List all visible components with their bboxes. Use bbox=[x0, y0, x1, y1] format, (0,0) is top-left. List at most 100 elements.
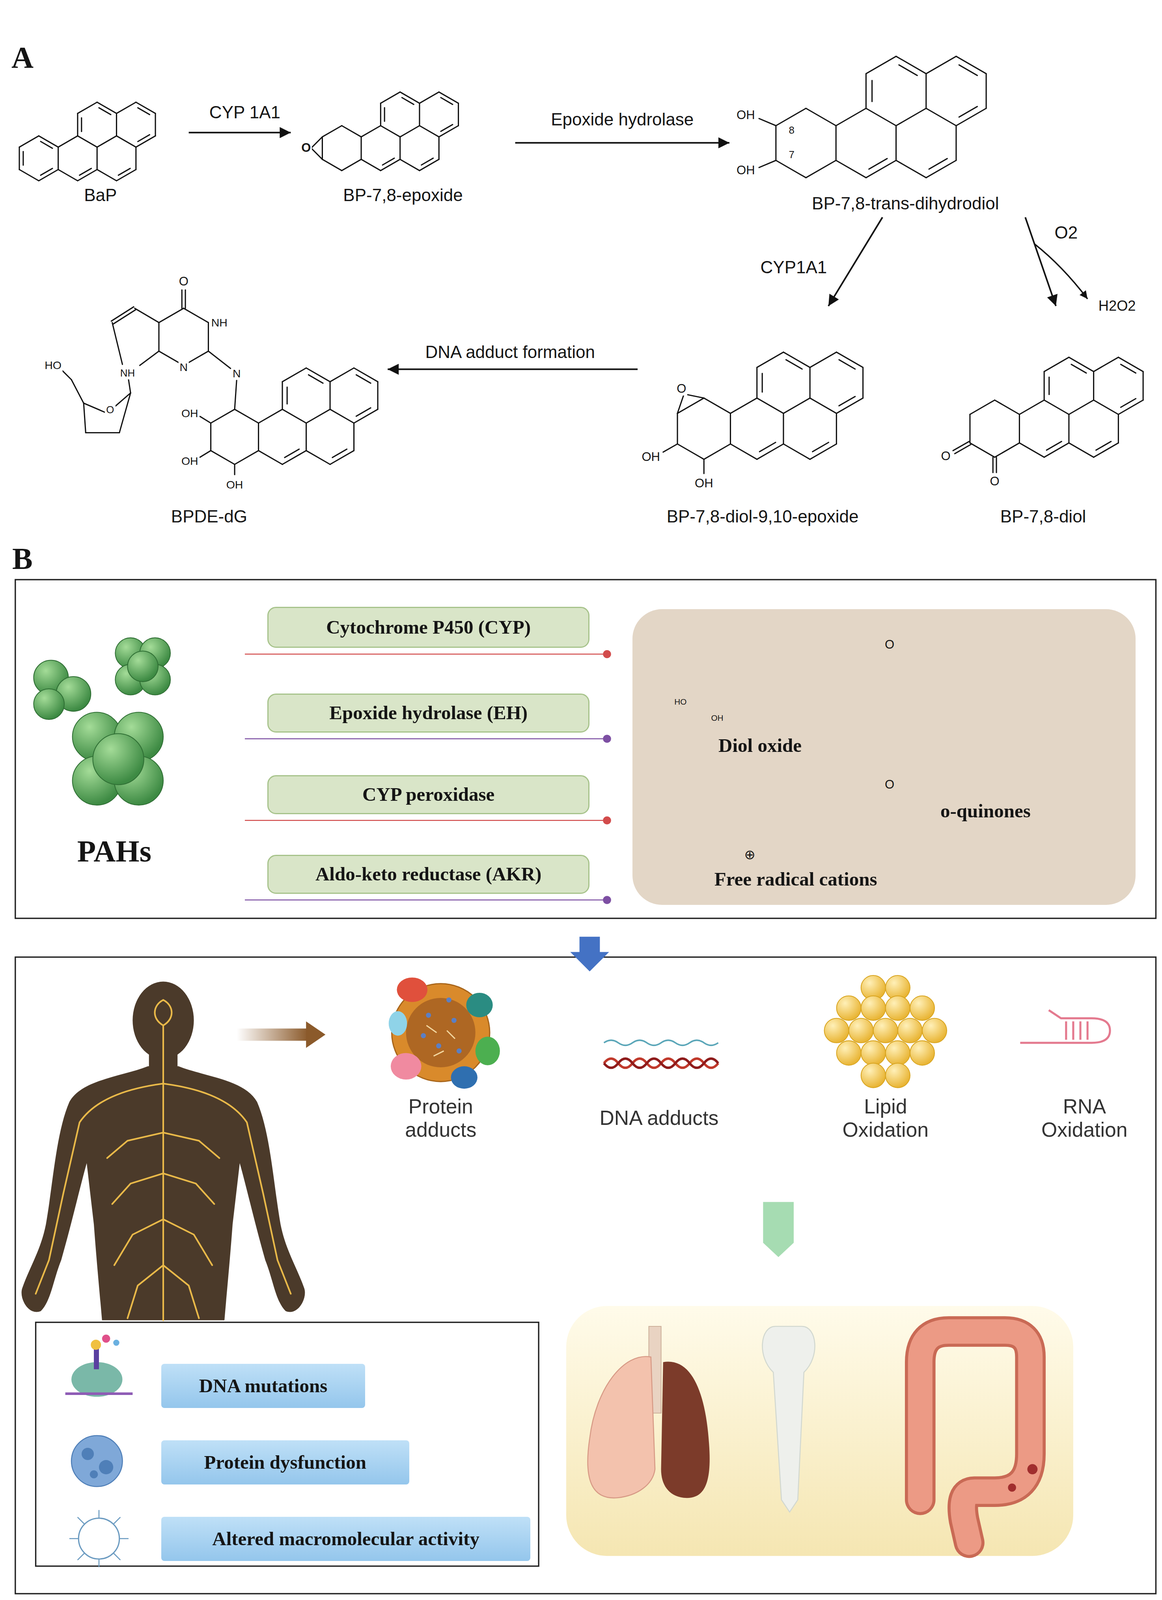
lipid-icon bbox=[861, 996, 886, 1021]
bond-line bbox=[677, 393, 685, 414]
aromatic-bond bbox=[785, 359, 803, 370]
byproduct-label: H2O2 bbox=[1097, 297, 1138, 315]
human-figure bbox=[35, 999, 291, 1321]
bond-line bbox=[83, 403, 86, 433]
ring-bond bbox=[96, 147, 98, 170]
ring-bond bbox=[865, 73, 867, 109]
ring-bond bbox=[956, 56, 987, 74]
ring-bond bbox=[775, 108, 806, 126]
organ-panel bbox=[661, 1361, 710, 1499]
ring-bond bbox=[57, 147, 59, 170]
edge-label: O2 bbox=[1051, 222, 1080, 243]
ring-bond bbox=[1093, 357, 1119, 372]
ring-bond bbox=[809, 443, 837, 460]
effect-caption: Lipid Oxidation bbox=[819, 1094, 952, 1142]
bond-line bbox=[112, 322, 123, 365]
compound-name: BP-7,8-diol-9,10-epoxide bbox=[666, 506, 859, 527]
bond-line bbox=[199, 450, 211, 458]
compound-node: BPDE-dG bbox=[30, 260, 388, 531]
effect-box: DNA mutations bbox=[161, 1363, 366, 1408]
aromatic-bond bbox=[759, 442, 776, 452]
protein-adduct-icon bbox=[425, 1012, 431, 1018]
ring-bond bbox=[281, 381, 284, 410]
ring-bond bbox=[1044, 357, 1069, 372]
ring-bond bbox=[306, 409, 331, 424]
aromatic-bond bbox=[40, 168, 53, 176]
enzyme-pathway-line bbox=[602, 816, 612, 825]
ring-bond bbox=[158, 322, 160, 351]
ring-bond bbox=[58, 169, 78, 181]
ring-bond bbox=[158, 308, 184, 323]
ring-bond bbox=[994, 442, 1020, 457]
edge-label: DNA adduct formation bbox=[422, 341, 597, 362]
aromatic-bond bbox=[286, 387, 288, 404]
effect-icon bbox=[65, 1334, 133, 1568]
ring-bond bbox=[895, 125, 897, 161]
ring-bond bbox=[896, 108, 927, 126]
atom-label: OH bbox=[180, 454, 200, 468]
protein-adduct-icon bbox=[466, 992, 493, 1018]
effect-icon bbox=[102, 1334, 111, 1343]
ring-bond bbox=[115, 113, 118, 137]
aromatic-bond bbox=[1048, 377, 1050, 395]
charge-symbol: ⊕ bbox=[743, 847, 757, 863]
ring-bond bbox=[76, 113, 79, 137]
ring-bond bbox=[805, 108, 836, 126]
ring-bond bbox=[210, 450, 235, 465]
flow-chevron bbox=[762, 1201, 794, 1258]
atom-label: OH bbox=[180, 406, 200, 420]
lipid-icon bbox=[897, 1018, 923, 1043]
lipid-icon bbox=[885, 1063, 911, 1088]
metabolite-name: o-quinones bbox=[940, 800, 1031, 823]
ring-bond bbox=[341, 159, 362, 171]
bond-line bbox=[311, 148, 323, 160]
aromatic-bond bbox=[284, 449, 300, 458]
ring-bond bbox=[58, 136, 78, 148]
double-bond-line bbox=[111, 306, 134, 321]
exposure-arrow bbox=[236, 1028, 308, 1041]
ring-bond bbox=[258, 450, 283, 465]
effect-caption: DNA adducts bbox=[597, 1106, 720, 1131]
enzyme-pathway-line bbox=[244, 819, 608, 821]
human-figure bbox=[154, 999, 172, 1026]
human-figure bbox=[112, 1173, 164, 1205]
ring-bond bbox=[1092, 371, 1095, 400]
ring-bond bbox=[783, 352, 810, 368]
ring-bond bbox=[1043, 371, 1045, 400]
ring-bond bbox=[96, 136, 117, 148]
ring-bond bbox=[419, 125, 439, 137]
organ-panel bbox=[1007, 1483, 1017, 1493]
ring-bond bbox=[322, 125, 342, 137]
effect-icon bbox=[113, 1339, 120, 1347]
ring-bond bbox=[1117, 414, 1120, 443]
metabolite-name: Diol oxide bbox=[718, 734, 802, 757]
effect-box: Altered macromolecular activity bbox=[161, 1516, 531, 1561]
atom-label: O bbox=[300, 140, 312, 155]
ring-bond bbox=[775, 125, 777, 161]
effect-icon bbox=[77, 1517, 85, 1525]
ring-bond bbox=[862, 367, 864, 399]
enzyme-box: Epoxide hydrolase (EH) bbox=[267, 693, 590, 733]
enzyme-pathway-line bbox=[244, 738, 608, 740]
aromatic-bond bbox=[1120, 364, 1136, 374]
reaction-arrow bbox=[515, 141, 730, 144]
compound-node: BP-7,8-diol-9,10-epoxide bbox=[637, 305, 888, 531]
pah-particles bbox=[127, 650, 159, 682]
reaction-arrow bbox=[1025, 217, 1056, 306]
effect-name: Altered macromolecular activity bbox=[212, 1527, 480, 1550]
protein-adduct-icon bbox=[475, 1036, 500, 1066]
atom-label: HO bbox=[673, 697, 688, 707]
ring-bond bbox=[925, 73, 927, 109]
bond-line bbox=[311, 136, 323, 148]
ring-bond bbox=[809, 352, 837, 368]
ring-bond bbox=[380, 91, 400, 103]
metabolite-name: Free radical cations bbox=[714, 868, 878, 891]
effect-icon bbox=[113, 1552, 121, 1560]
ring-bond bbox=[1019, 442, 1045, 457]
aromatic-bond bbox=[382, 158, 395, 165]
atom-label: 7 bbox=[788, 149, 795, 161]
ring-bond bbox=[116, 102, 137, 114]
bond-line bbox=[703, 459, 705, 474]
enzyme-pathway-line bbox=[602, 650, 612, 659]
effect-icon bbox=[69, 1538, 79, 1540]
